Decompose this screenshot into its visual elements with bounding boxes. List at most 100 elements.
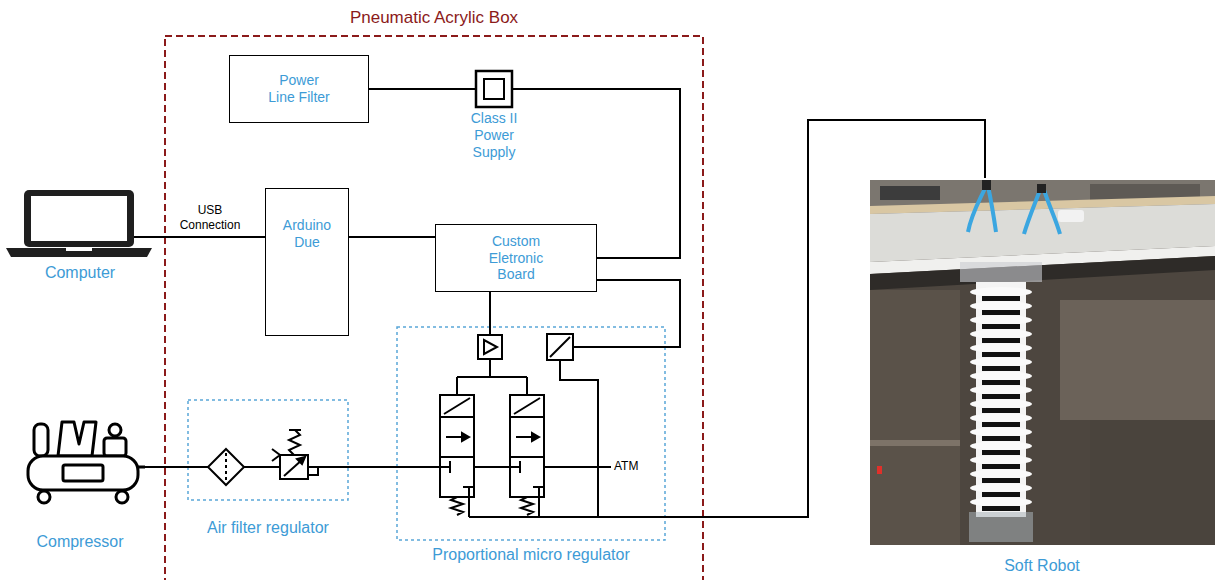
proportional-regulator-symbol [462, 433, 469, 441]
connector-line [489, 292, 491, 327]
proportional-regulator-symbol [544, 466, 611, 468]
robot-photo [1058, 210, 1084, 222]
proportional-regulator-symbol [489, 327, 491, 335]
robot-photo [970, 315, 1032, 325]
air-filter-regulator-symbol [188, 400, 348, 500]
robot-photo [982, 366, 1020, 371]
robot-photo [870, 256, 1215, 290]
air-filter-regulator-symbol [244, 466, 280, 468]
power-supply-symbol [460, 88, 476, 90]
node-label: Compressor [15, 532, 145, 551]
proportional-regulator-symbol [440, 461, 475, 497]
proportional-regulator-symbol [521, 497, 533, 515]
robot-photo [969, 512, 1033, 542]
robot-photo [982, 180, 991, 190]
air-filter-regulator-symbol [308, 467, 318, 475]
node-label: Power Line Filter [266, 72, 332, 106]
proportional-regulator-symbol [474, 466, 510, 468]
robot-photo [870, 180, 1215, 545]
node-label: Soft Robot [868, 556, 1216, 575]
power-supply-node: Class II Power Supply [460, 70, 528, 180]
connector-line [349, 236, 435, 238]
robot-photo [970, 469, 1032, 479]
robot-photo [970, 287, 1032, 297]
robot-photo [970, 413, 1032, 423]
proportional-regulator-symbol [550, 337, 570, 357]
robot-photo [970, 385, 1032, 395]
robot-photo [970, 329, 1032, 339]
edge-label: USB Connection [174, 203, 246, 232]
robot-photo [968, 186, 986, 232]
compressor-icon [28, 422, 145, 503]
proportional-regulator-symbol [451, 497, 463, 515]
proportional-regulator-symbol [510, 417, 544, 457]
robot-photo [982, 380, 1020, 385]
robot-photo [970, 483, 1032, 493]
laptop-icon [6, 248, 152, 257]
enclosure-title: Pneumatic Acrylic Box [165, 8, 703, 28]
robot-photo [1044, 190, 1060, 234]
robot-photo [870, 440, 960, 446]
proportional-regulator-symbol [510, 395, 544, 417]
compressor-icon [38, 491, 50, 503]
robot-photo [1037, 184, 1046, 193]
power-supply-symbol [460, 71, 528, 107]
robot-photo [982, 394, 1020, 399]
robot-photo [982, 338, 1020, 343]
connector-line [665, 120, 985, 517]
robot-photo [1060, 300, 1215, 420]
proportional-regulator-symbol [532, 433, 539, 441]
air-filter-regulator-symbol [272, 449, 280, 461]
robot-photo [970, 399, 1032, 409]
compressor-icon [63, 465, 103, 481]
robot-photo [982, 422, 1020, 427]
robot-photo [982, 408, 1020, 413]
proportional-regulator-symbol [573, 346, 665, 348]
robot-photo [1024, 190, 1040, 234]
air-filter-regulator-symbol [280, 455, 308, 479]
robot-photo [960, 262, 1042, 282]
robot-photo [982, 436, 1020, 441]
proportional-regulator-symbol [469, 497, 665, 517]
process-box: Custom Eletronic Board [435, 224, 597, 292]
proportional-regulator-symbol [514, 398, 540, 414]
process-box: Arduino Due [265, 188, 349, 336]
computer-node: Computer [5, 185, 155, 285]
robot-photo [982, 352, 1020, 357]
robot-photo [870, 180, 1215, 545]
proportional-regulator-symbol [440, 417, 474, 457]
proportional-regulator-symbol [440, 457, 474, 497]
laptop-icon [31, 196, 127, 241]
robot-photo [970, 301, 1032, 311]
laptop-icon [6, 190, 155, 257]
connector-line [348, 466, 397, 468]
process-box: Power Line Filter [229, 55, 369, 123]
robot-photo [970, 455, 1032, 465]
enclosure-box: Pneumatic Acrylic BoxPower Line FilterCl… [165, 6, 703, 580]
node-label: Air filter regulator [188, 518, 348, 537]
robot-photo [1090, 420, 1215, 545]
air-filter-regulator-symbol [208, 449, 244, 485]
connector-line [155, 236, 265, 238]
robot-photo [982, 506, 1020, 511]
connector-line [145, 466, 188, 468]
robot-photo [970, 357, 1032, 367]
robot-photo [982, 324, 1020, 329]
label-holder: ATM [614, 459, 638, 473]
proportional-regulator-symbol [397, 327, 665, 540]
laptop-icon [24, 190, 134, 247]
proportional-regulator-symbol [397, 466, 440, 468]
enclosure-outline [165, 36, 703, 580]
robot-photo [982, 450, 1020, 455]
component-group: Proportional micro regulator [397, 327, 665, 577]
node-label: Class II Power Supply [460, 110, 528, 160]
laptop-icon [66, 248, 92, 251]
air-filter-regulator-symbol [289, 429, 301, 431]
robot-photo [970, 441, 1032, 451]
robot-photo [877, 466, 882, 474]
edge-label-holder: USB Connection [174, 203, 246, 232]
proportional-regulator-symbol [510, 461, 545, 497]
